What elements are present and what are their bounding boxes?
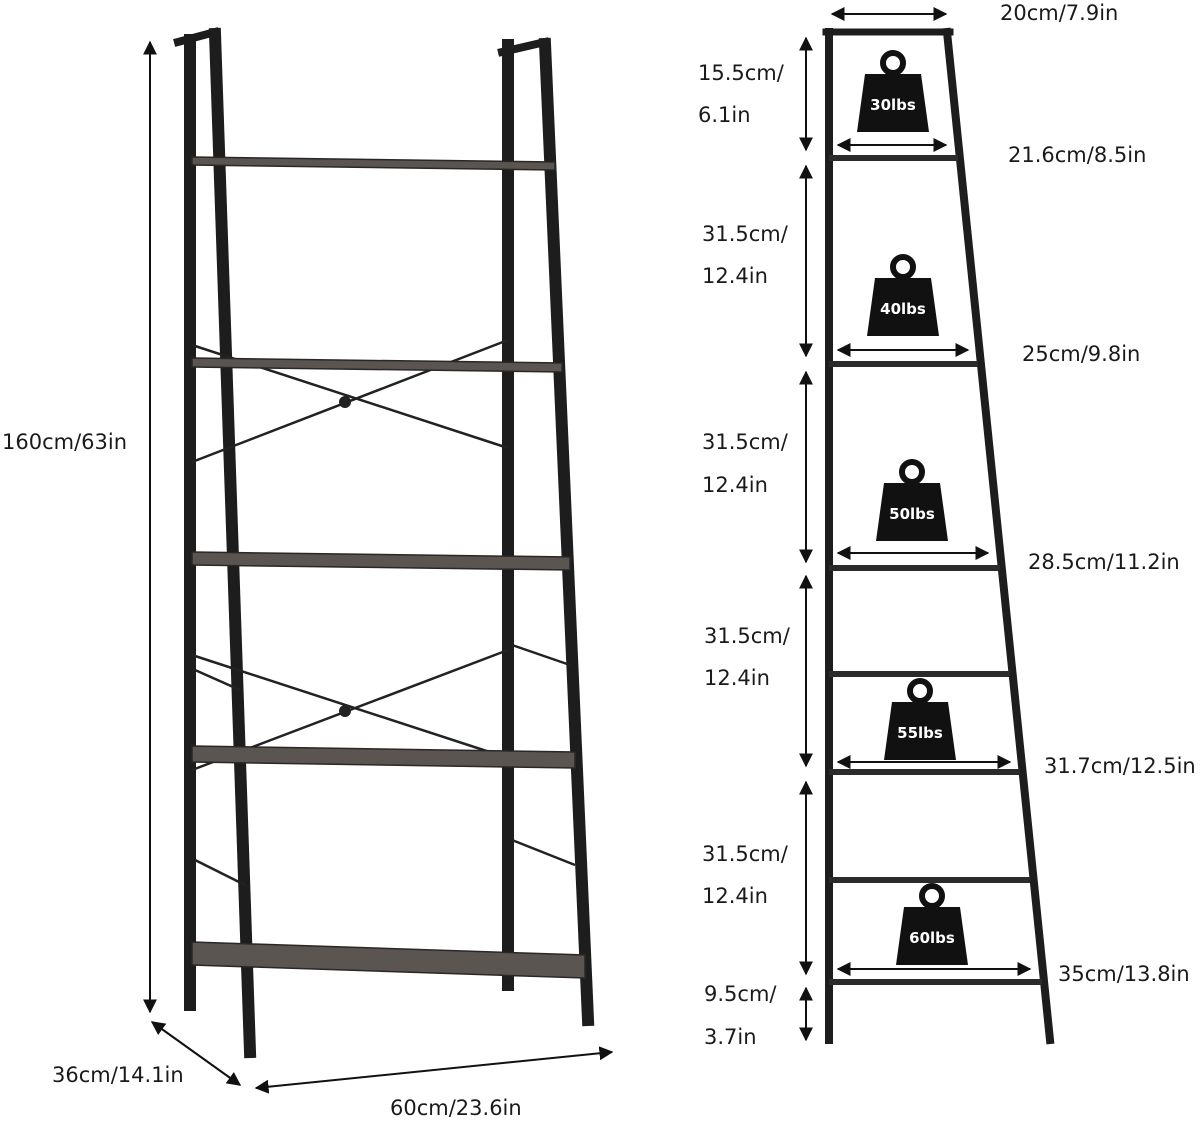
weight-label-1: 30lbs: [870, 96, 916, 114]
gap-1-label-cm: 15.5cm/: [698, 61, 785, 85]
shelf-1-width-label: 21.6cm/8.5in: [1008, 143, 1146, 167]
front-left-top-cap: [173, 27, 220, 47]
front-shelf-2: [191, 357, 563, 373]
base-gap-label-cm: 9.5cm/: [704, 982, 777, 1006]
front-right-post: [538, 37, 595, 1027]
front-shelf-3: [191, 551, 571, 571]
weight-icon-2: 40lbs: [867, 254, 939, 336]
weight-label-4: 55lbs: [897, 724, 943, 742]
gap-4-label-in: 12.4in: [704, 666, 770, 690]
depth-dimension-line: [150, 1021, 242, 1086]
width-dimension-line: [254, 1046, 614, 1094]
gap-2-label-cm: 31.5cm/: [702, 222, 789, 246]
depth-label: 36cm/14.1in: [52, 1063, 184, 1087]
gap-5-label-cm: 31.5cm/: [702, 842, 789, 866]
weight-icon-1: 30lbs: [857, 50, 929, 132]
gap-2-label-in: 12.4in: [702, 264, 768, 288]
weight-label-3: 50lbs: [889, 505, 935, 523]
base-gap-label-in: 3.7in: [704, 1025, 757, 1049]
front-cross-braces: [191, 338, 576, 887]
gap-4-label-cm: 31.5cm/: [704, 624, 791, 648]
height-label: 160cm/63in: [2, 430, 127, 454]
gap-3-label-cm: 31.5cm/: [702, 430, 789, 454]
shelf-3-width-label: 28.5cm/11.2in: [1028, 550, 1180, 574]
shelf-4-width-label: 31.7cm/12.5in: [1044, 754, 1196, 778]
gap-1-label-in: 6.1in: [698, 103, 751, 127]
weight-label-2: 40lbs: [880, 300, 926, 318]
front-view: 160cm/63in 36cm/14.1in 60cm/23.6in: [2, 27, 614, 1120]
shelf-2-width-label: 25cm/9.8in: [1022, 342, 1140, 366]
weight-label-5: 60lbs: [909, 929, 955, 947]
front-brace-joint-lower: [339, 705, 351, 717]
front-brace-joint-upper: [339, 396, 351, 408]
side-slanted-post: [942, 27, 1055, 1045]
front-shelf-5: [191, 941, 586, 979]
width-label: 60cm/23.6in: [390, 1096, 522, 1120]
gap-5-label-in: 12.4in: [702, 884, 768, 908]
shelf-5-width-label: 35cm/13.8in: [1058, 962, 1190, 986]
weight-icon-3: 50lbs: [876, 459, 948, 541]
front-left-post: [208, 27, 257, 1059]
front-shelf-4: [191, 745, 576, 769]
front-right-top-cap: [497, 37, 550, 57]
weight-icon-5: 60lbs: [896, 883, 968, 965]
gap-3-label-in: 12.4in: [702, 473, 768, 497]
top-width-label: 20cm/7.9in: [1000, 1, 1118, 25]
side-view: 20cm/7.9in 21.6cm/8.5in 25cm/9.8in 28.5c…: [698, 1, 1196, 1049]
front-shelf-1: [191, 156, 556, 171]
weight-icon-4: 55lbs: [884, 678, 956, 760]
